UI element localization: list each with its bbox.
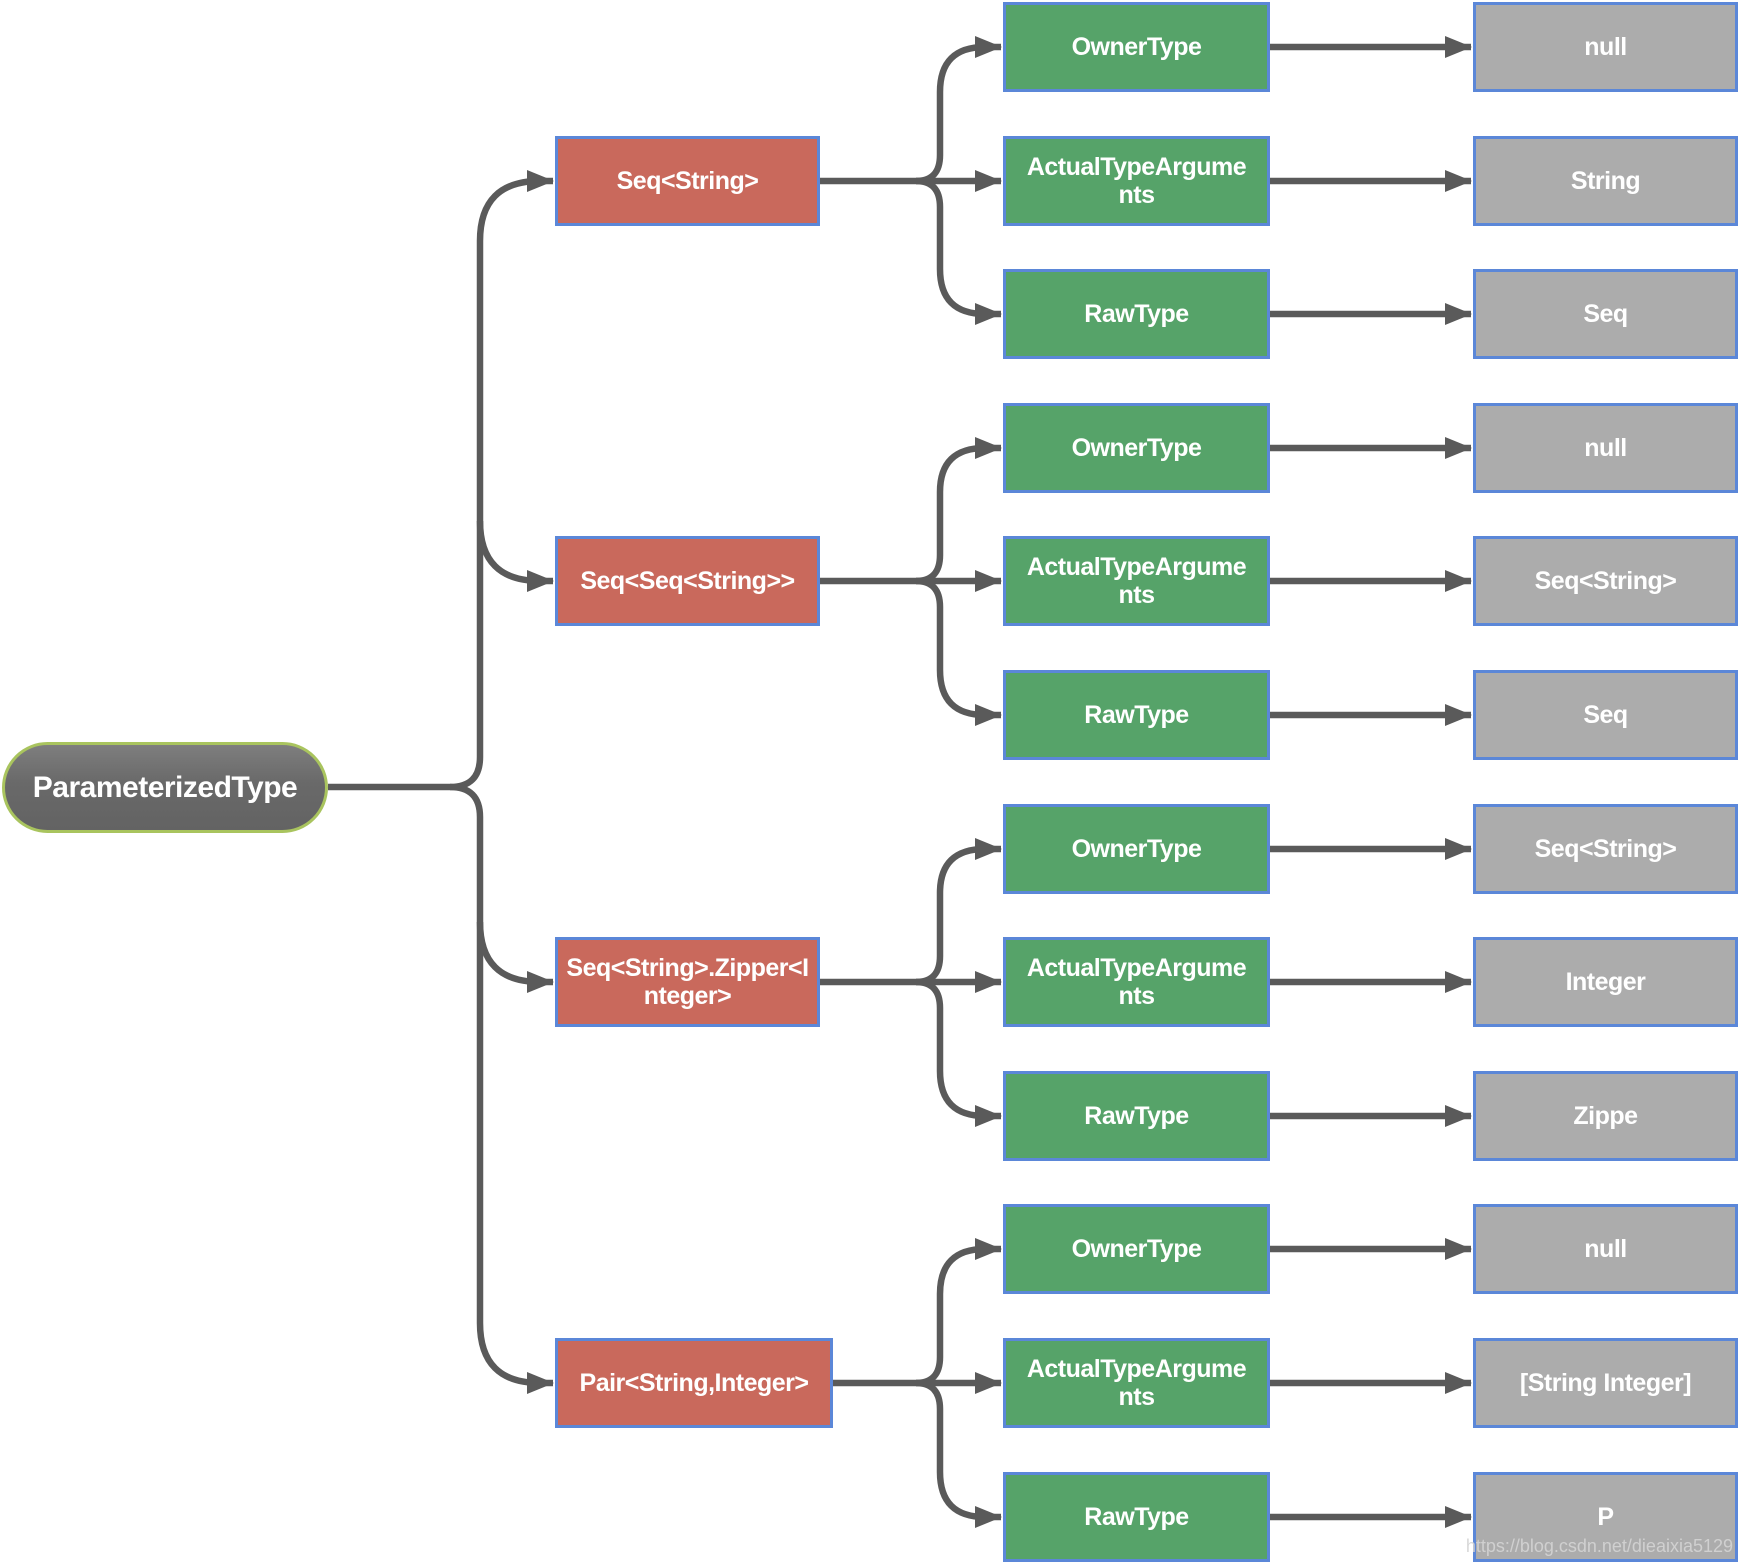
value-node-owner: null — [1473, 1204, 1738, 1294]
field-node-label: OwnerType — [1071, 433, 1202, 462]
value-node-raw: Zippe — [1473, 1071, 1738, 1161]
field-node-ownertype: OwnerType — [1003, 403, 1270, 493]
watermark-text: https://blog.csdn.net/dieaixia5129 — [1465, 1536, 1733, 1556]
type-node-seq-seq-string: Seq<Seq<String>> — [555, 536, 820, 626]
value-node-label: Seq — [1583, 299, 1628, 328]
field-node-ownertype: OwnerType — [1003, 1204, 1270, 1294]
type-node-label: Seq<String>.Zipper<Integer> — [566, 953, 809, 1011]
type-node-seq-string: Seq<String> — [555, 136, 820, 226]
value-node-label: Seq<String> — [1534, 834, 1677, 863]
value-node-args: Integer — [1473, 937, 1738, 1027]
root-node-label: ParameterizedType — [32, 770, 298, 804]
value-node-label: null — [1584, 1234, 1627, 1263]
field-node-label: OwnerType — [1071, 834, 1202, 863]
field-node-label: OwnerType — [1071, 1234, 1202, 1263]
value-node-owner: null — [1473, 2, 1738, 92]
field-node-label: RawType — [1084, 1502, 1189, 1531]
type-node-label: Seq<Seq<String>> — [580, 566, 795, 595]
value-node-label: P — [1597, 1502, 1614, 1531]
field-node-label: ActualTypeArguments — [1026, 1354, 1247, 1412]
field-node-label: RawType — [1084, 299, 1189, 328]
value-node-label: [String Integer] — [1519, 1368, 1692, 1397]
field-node-label: ActualTypeArguments — [1026, 953, 1247, 1011]
field-node-label: RawType — [1084, 700, 1189, 729]
field-node-label: ActualTypeArguments — [1026, 552, 1247, 610]
value-node-raw: Seq — [1473, 269, 1738, 359]
field-node-label: RawType — [1084, 1101, 1189, 1130]
value-node-label: String — [1570, 166, 1641, 195]
value-node-raw: P — [1473, 1472, 1738, 1562]
value-node-args: [String Integer] — [1473, 1338, 1738, 1428]
value-node-owner: Seq<String> — [1473, 804, 1738, 894]
value-node-args: String — [1473, 136, 1738, 226]
field-node-label: OwnerType — [1071, 32, 1202, 61]
value-node-label: Integer — [1565, 967, 1646, 996]
value-node-label: Zippe — [1573, 1101, 1638, 1130]
field-node-rawtype: RawType — [1003, 1071, 1270, 1161]
value-node-label: null — [1584, 433, 1627, 462]
type-node-seq-string-zipper: Seq<String>.Zipper<Integer> — [555, 937, 820, 1027]
field-node-actualtypearguments: ActualTypeArguments — [1003, 536, 1270, 626]
type-node-label: Pair<String,Integer> — [579, 1368, 809, 1397]
type-node-pair-string-integer: Pair<String,Integer> — [555, 1338, 833, 1428]
field-node-rawtype: RawType — [1003, 269, 1270, 359]
field-node-actualtypearguments: ActualTypeArguments — [1003, 1338, 1270, 1428]
field-node-rawtype: RawType — [1003, 1472, 1270, 1562]
value-node-label: null — [1584, 32, 1627, 61]
field-node-label: ActualTypeArguments — [1026, 152, 1247, 210]
root-node: ParameterizedType — [2, 742, 328, 833]
value-node-label: Seq<String> — [1534, 566, 1677, 595]
value-node-args: Seq<String> — [1473, 536, 1738, 626]
field-node-ownertype: OwnerType — [1003, 804, 1270, 894]
field-node-ownertype: OwnerType — [1003, 2, 1270, 92]
type-node-label: Seq<String> — [616, 166, 759, 195]
field-node-actualtypearguments: ActualTypeArguments — [1003, 136, 1270, 226]
field-node-actualtypearguments: ActualTypeArguments — [1003, 937, 1270, 1027]
value-node-label: Seq — [1583, 700, 1628, 729]
field-node-rawtype: RawType — [1003, 670, 1270, 760]
value-node-owner: null — [1473, 403, 1738, 493]
value-node-raw: Seq — [1473, 670, 1738, 760]
